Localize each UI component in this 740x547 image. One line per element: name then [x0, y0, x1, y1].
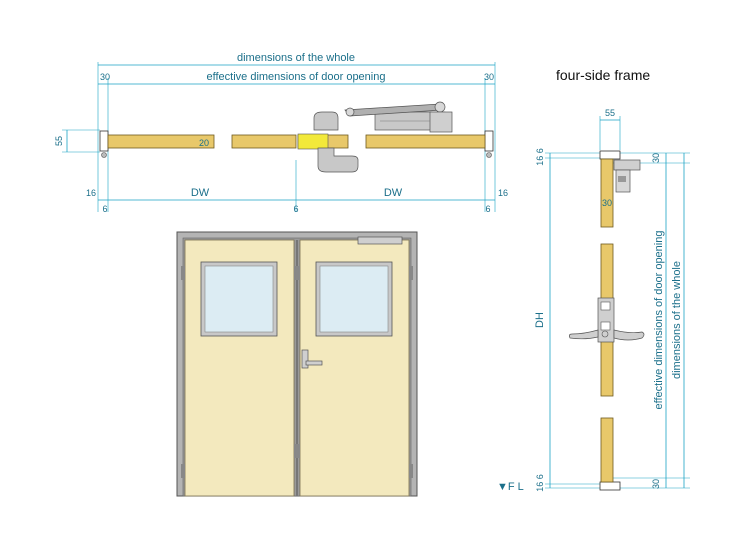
effective-dimension-label: effective dimensions of door opening	[207, 71, 386, 83]
door-elevation	[176, 231, 418, 497]
lever-handle-plan	[317, 147, 359, 173]
dim-30-bottom: 30	[651, 479, 661, 489]
right-leaf-section-b	[365, 134, 486, 149]
dim-6-left: 6	[102, 204, 107, 214]
lever-handle-icon	[305, 360, 323, 366]
plan-dimensions: dimensions of the whole effective dimens…	[54, 52, 508, 214]
door-closer-icon	[357, 236, 403, 245]
vertical-effective-label: effective dimensions of door opening	[653, 231, 665, 410]
dim-16-6-bottom: 16 6	[535, 474, 545, 492]
floor-level-label: ▼F L	[497, 481, 524, 493]
dim-16-left: 16	[86, 188, 96, 198]
vertical-whole-label: dimensions of the whole	[671, 261, 683, 379]
dim-55-plan: 55	[54, 136, 64, 146]
dim-20-plan: 20	[199, 138, 209, 148]
left-leaf-section-a	[107, 134, 215, 149]
vertical-section: 55 DH 16 6 16 6 effective dimensions of …	[497, 108, 690, 493]
right-window	[319, 265, 389, 333]
dim-30-top: 30	[651, 153, 661, 163]
door-closer-plan-icon	[344, 101, 453, 133]
left-leaf-section-b	[231, 134, 297, 149]
door-closer-section-icon	[613, 159, 641, 193]
dw-left-label: DW	[191, 187, 210, 199]
lock-body-plan	[297, 133, 329, 150]
dim-6-mid: 6	[293, 204, 298, 214]
dim-30-right: 30	[484, 72, 494, 82]
vertical-leaf-bottom	[600, 417, 614, 483]
dw-right-label: DW	[384, 187, 403, 199]
dim-30-mid: 30	[602, 198, 612, 208]
lever-handle-section-icon	[568, 297, 645, 343]
dim-55-top: 55	[605, 108, 615, 118]
dh-label: DH	[534, 312, 546, 328]
vertical-leaf-top	[600, 158, 614, 228]
frame-title: four-side frame	[556, 67, 650, 83]
plan-section: 20	[99, 101, 494, 173]
dim-6-right: 6	[485, 204, 490, 214]
left-window	[204, 265, 274, 333]
whole-dimension-label: dimensions of the whole	[237, 52, 355, 64]
dim-16-6-top: 16 6	[535, 148, 545, 166]
dim-16-right: 16	[498, 188, 508, 198]
dim-30-left: 30	[100, 72, 110, 82]
